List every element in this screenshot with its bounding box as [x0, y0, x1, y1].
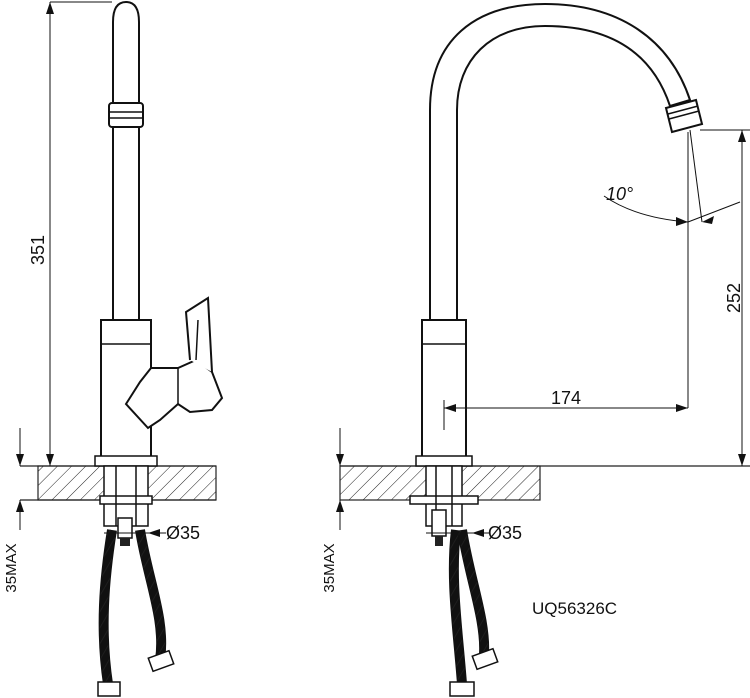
- angle-dim: 10°: [606, 184, 633, 204]
- spout-ring-left: [108, 102, 144, 128]
- height-dim-left: 351: [28, 235, 48, 265]
- right-view: 174 10° 252 35MAX Ø35 UQ56326C: [321, 2, 750, 697]
- left-view: 351 35MAX Ø35: [3, 0, 224, 697]
- reach-dim: 174: [551, 388, 581, 408]
- faucet-body-right: [421, 319, 467, 461]
- deck-max-right: 35MAX: [321, 543, 338, 592]
- spout-tube-left: [112, 0, 140, 104]
- deck-max-left: 35MAX: [3, 543, 20, 592]
- lever-handle-left: [124, 296, 224, 430]
- gooseneck-spout: [429, 2, 692, 323]
- height-dim-right: 252: [724, 283, 744, 313]
- hole-dia-right: Ø35: [488, 523, 522, 543]
- model-number: UQ56326C: [532, 599, 617, 618]
- hole-dia-left: Ø35: [166, 523, 200, 543]
